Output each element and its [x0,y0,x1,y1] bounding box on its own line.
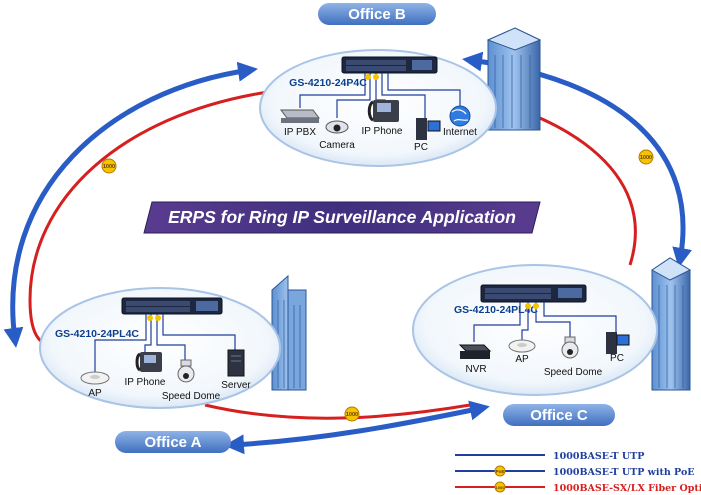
speed-dome-icon-c [561,336,579,359]
switch-c-model: GS-4210-24PL4C [454,304,538,316]
switch-a [121,297,223,315]
office-b-label-pill [318,3,436,25]
svg-text:PC: PC [414,142,428,153]
nvr-icon [458,344,492,359]
diagram-title: ERPS for Ring IP Surveillance Applicatio… [168,207,516,227]
switch-c [480,284,587,303]
pc-icon-c [606,332,630,354]
legend-poe-label: 1000BASE-T UTP with PoE [553,467,695,478]
office-c-label-pill [503,404,615,426]
fiber-badge-right: 1000 [638,149,654,165]
poe-badge-icon [494,465,506,477]
fiber-badge-icon [494,481,506,493]
svg-text:AP: AP [88,388,102,399]
ip-phone-icon-a [135,352,162,372]
ap-icon-c [508,339,536,353]
svg-text:PoE: PoE [496,469,505,474]
office-b-label: Office B [348,6,406,23]
svg-text:IP PBX: IP PBX [284,127,316,138]
svg-text:Speed Dome: Speed Dome [544,367,603,378]
internet-globe-icon [449,105,471,127]
office-c: GS-4210-24PL4C NVR AP Speed Dome PC [412,264,658,426]
pc-icon [416,118,441,140]
svg-text:1000: 1000 [640,155,652,161]
svg-text:Internet: Internet [443,127,477,138]
office-a-label: Office A [145,434,202,451]
fiber-badge-bottom: 1000 [344,406,360,422]
switch-a-model: GS-4210-24PL4C [55,328,139,340]
office-a: GS-4210-24PL4C AP IP Phone Speed Dome [39,287,281,453]
camera-icon [325,120,349,134]
ip-phone-icon [367,100,399,122]
server-icon-a [227,349,245,377]
svg-text:Camera: Camera [319,140,355,151]
arrow-b-a [3,61,258,348]
svg-text:1000: 1000 [103,164,115,170]
svg-text:1000: 1000 [496,485,506,490]
svg-text:Speed Dome: Speed Dome [162,391,221,402]
title-banner: ERPS for Ring IP Surveillance Applicatio… [143,201,541,234]
legend-utp-label: 1000BASE-T UTP [553,451,644,462]
svg-text:IP Phone: IP Phone [362,126,403,137]
office-c-label: Office C [530,407,588,424]
ap-icon-a [80,371,110,385]
legend: 1000BASE-T UTP PoE 1000BASE-T UTP with P… [455,451,701,494]
switch-b-model: GS-4210-24P4C [289,77,367,89]
svg-text:IP Phone: IP Phone [125,377,166,388]
svg-text:PC: PC [610,353,624,364]
building-office-c [651,257,692,391]
legend-fiber-label: 1000BASE-SX/LX Fiber Optic [553,483,701,494]
switch-b [341,56,438,74]
fiber-badge-left: 1000 [101,158,117,174]
office-a-label-pill [115,431,231,453]
svg-text:AP: AP [515,354,529,365]
svg-text:NVR: NVR [465,364,486,375]
building-office-a [271,274,307,391]
arrow-a-c [224,400,490,455]
svg-text:1000: 1000 [346,412,358,418]
speed-dome-icon-a [177,359,195,383]
svg-text:Server: Server [221,380,251,391]
office-b: Office B GS-4210-24P4C IP PBX Camera [259,3,497,167]
ip-pbx-icon [280,109,320,123]
